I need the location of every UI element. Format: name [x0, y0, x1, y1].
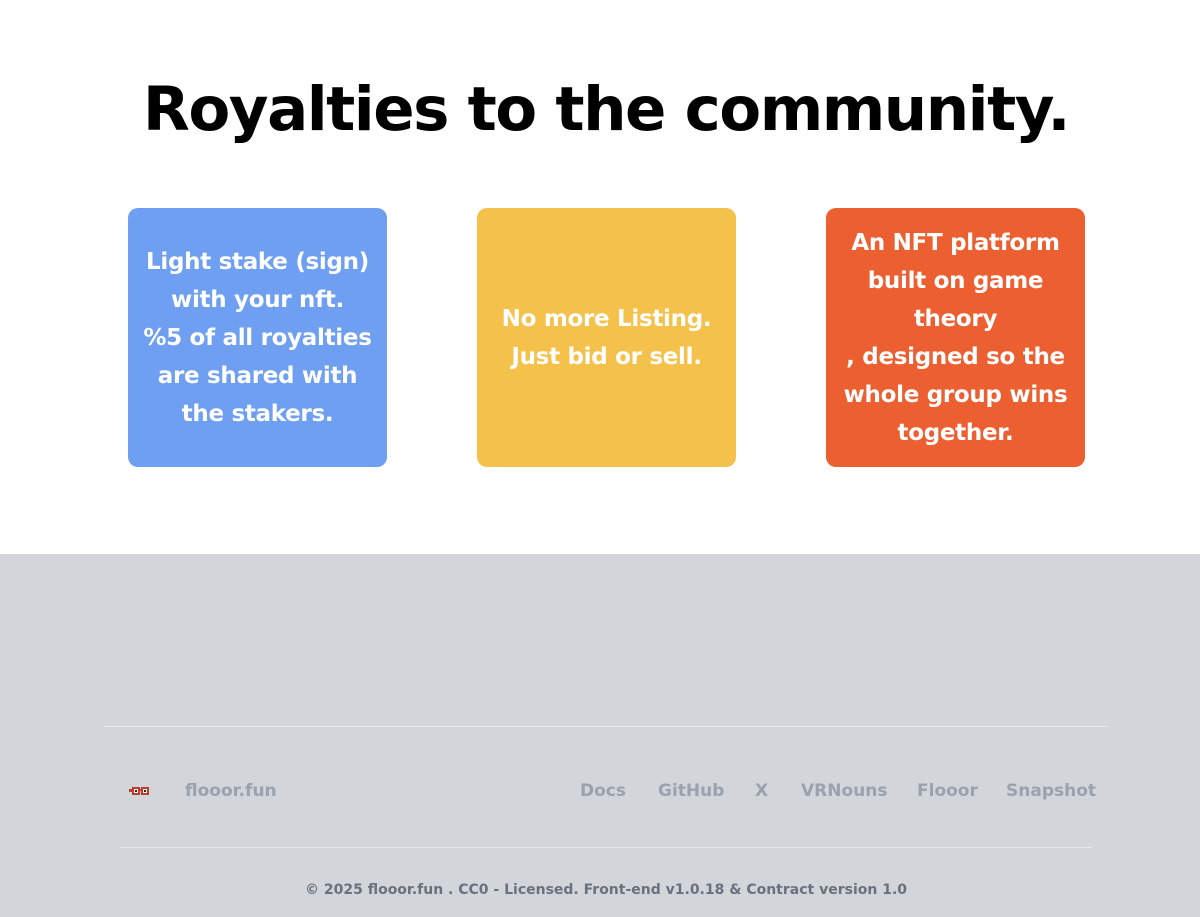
page-title: Royalties to the community.: [142, 74, 1071, 145]
footer-link-github[interactable]: GitHub: [658, 781, 725, 801]
hero-section: Royalties to the community. Light stake …: [128, 74, 1085, 467]
feature-card-staking: Light stake (sign) with your nft. %5 of …: [128, 208, 387, 467]
footer-link-docs[interactable]: Docs: [580, 781, 626, 801]
footer-divider: [120, 847, 1092, 848]
feature-card-text: No more Listing. Just bid or sell.: [501, 305, 712, 370]
flooor-logo-icon[interactable]: [129, 786, 152, 796]
brand-link[interactable]: flooor.fun: [185, 781, 277, 801]
copyright-text: © 2025 flooor.fun . CC0 - Licensed. Fron…: [304, 882, 908, 898]
footer-link-x[interactable]: X: [755, 781, 769, 801]
footer-link-flooor[interactable]: Flooor: [917, 781, 978, 801]
footer-divider: [104, 726, 1108, 727]
feature-card-bidding: No more Listing. Just bid or sell.: [477, 208, 736, 467]
feature-card-game-theory: An NFT platform built on game theory , d…: [826, 208, 1085, 467]
feature-card-text: Light stake (sign) with your nft. %5 of …: [143, 248, 372, 427]
footer-link-vrnouns[interactable]: VRNouns: [801, 781, 888, 801]
footer-link-snapshot[interactable]: Snapshot: [1006, 781, 1097, 801]
feature-card-text: An NFT platform built on game theory , d…: [843, 229, 1068, 446]
footer: flooor.fun Docs GitHub X VRNouns Flooor …: [0, 554, 1200, 917]
